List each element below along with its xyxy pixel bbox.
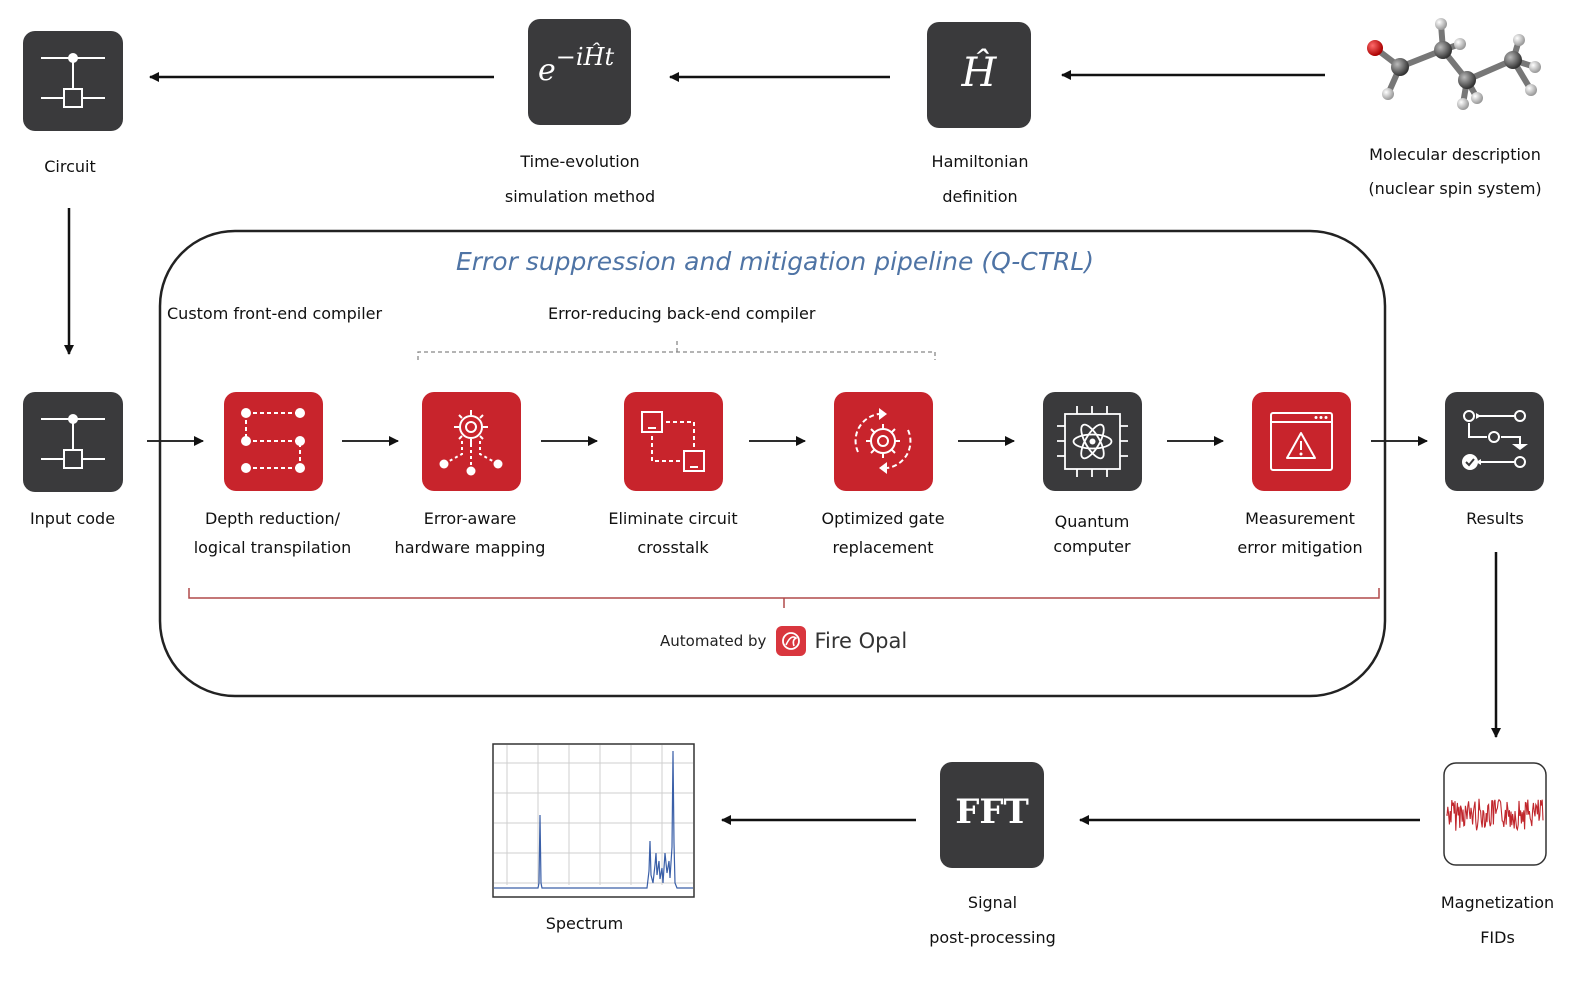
quantum-computer-tile: [1043, 392, 1142, 491]
gear-network-icon: [439, 410, 503, 476]
gate-replacement-tile: [834, 392, 933, 491]
automation-bracket: [188, 588, 1380, 608]
signal-label-line1: Signal: [967, 893, 1018, 912]
spectrum-trace: [494, 750, 693, 889]
step6-label-line1: Measurement: [1245, 509, 1355, 528]
crosstalk-icon: [641, 411, 705, 472]
magnetization-fid-image: [1443, 762, 1547, 866]
signal-label-line2: post-processing: [929, 928, 1056, 947]
fft-text: FFT: [955, 792, 1029, 832]
automated-by-label: Automated by: [660, 632, 767, 650]
results-flow-icon: [1462, 410, 1528, 470]
hamiltonian-tile: Ĥ: [927, 22, 1031, 128]
step5-label-line2: computer: [1053, 537, 1131, 556]
measurement-mitigation-tile: [1252, 392, 1351, 491]
crosstalk-tile: [624, 392, 723, 491]
fire-opal-brand-name: Fire Opal: [814, 629, 908, 653]
transpile-path-icon: [241, 408, 305, 473]
atom-chip-icon: [1057, 406, 1128, 477]
hamiltonian-label-line2: definition: [942, 187, 1018, 206]
spectrum-plot: [492, 743, 695, 898]
back-end-compiler-label: Error-reducing back-end compiler: [548, 304, 816, 323]
fft-tile: FFT: [940, 762, 1044, 868]
results-tile: [1445, 392, 1544, 491]
time-evolution-label-line1: Time-evolution: [520, 152, 640, 171]
step5-label-line1: Quantum: [1054, 512, 1130, 531]
magnetization-label-line2: FIDs: [1480, 928, 1515, 947]
molecule-image: [1355, 12, 1555, 127]
step3-label-line2: crosstalk: [637, 538, 709, 557]
circuit-icon: [41, 414, 105, 469]
results-label: Results: [1466, 509, 1524, 528]
spectrum-label: Spectrum: [545, 914, 624, 933]
molecular-label-line2: (nuclear spin system): [1368, 179, 1542, 198]
depth-reduction-tile: [224, 392, 323, 491]
time-evolution-tile: e−iĤt: [528, 19, 631, 125]
step2-label-line2: hardware mapping: [394, 538, 546, 557]
step1-label-line1: Depth reduction/: [204, 509, 341, 528]
fire-opal-logo: [776, 626, 807, 656]
front-end-compiler-label: Custom front-end compiler: [167, 304, 383, 323]
refresh-gear-icon: [854, 408, 912, 474]
warning-window-icon: [1270, 412, 1333, 471]
automated-by-fire-opal: Automated by Fire Opal: [660, 625, 907, 657]
input-code-label: Input code: [29, 509, 116, 528]
step6-label-line2: error mitigation: [1237, 538, 1363, 557]
magnetization-label-line1: Magnetization: [1440, 893, 1555, 912]
circuit-tile: [23, 31, 123, 131]
step1-label-line2: logical transpilation: [193, 538, 352, 557]
time-evolution-formula: e−iĤt: [538, 43, 615, 88]
step4-label-line1: Optimized gate: [821, 509, 945, 528]
circuit-label: Circuit: [44, 157, 96, 176]
step4-label-line2: replacement: [832, 538, 934, 557]
back-end-bracket: [417, 338, 936, 360]
input-code-tile: [23, 392, 123, 492]
hamiltonian-label-line1: Hamiltonian: [931, 152, 1029, 171]
pipeline-title: Error suppression and mitigation pipelin…: [455, 247, 1095, 276]
hardware-mapping-tile: [422, 392, 521, 491]
step2-label-line1: Error-aware: [423, 509, 517, 528]
step3-label-line1: Eliminate circuit: [608, 509, 738, 528]
hamiltonian-symbol: Ĥ: [961, 50, 997, 96]
circuit-icon: [41, 53, 105, 108]
molecular-label-line1: Molecular description: [1369, 145, 1541, 164]
fid-signal-trace: [1446, 798, 1544, 832]
time-evolution-label-line2: simulation method: [504, 187, 656, 206]
